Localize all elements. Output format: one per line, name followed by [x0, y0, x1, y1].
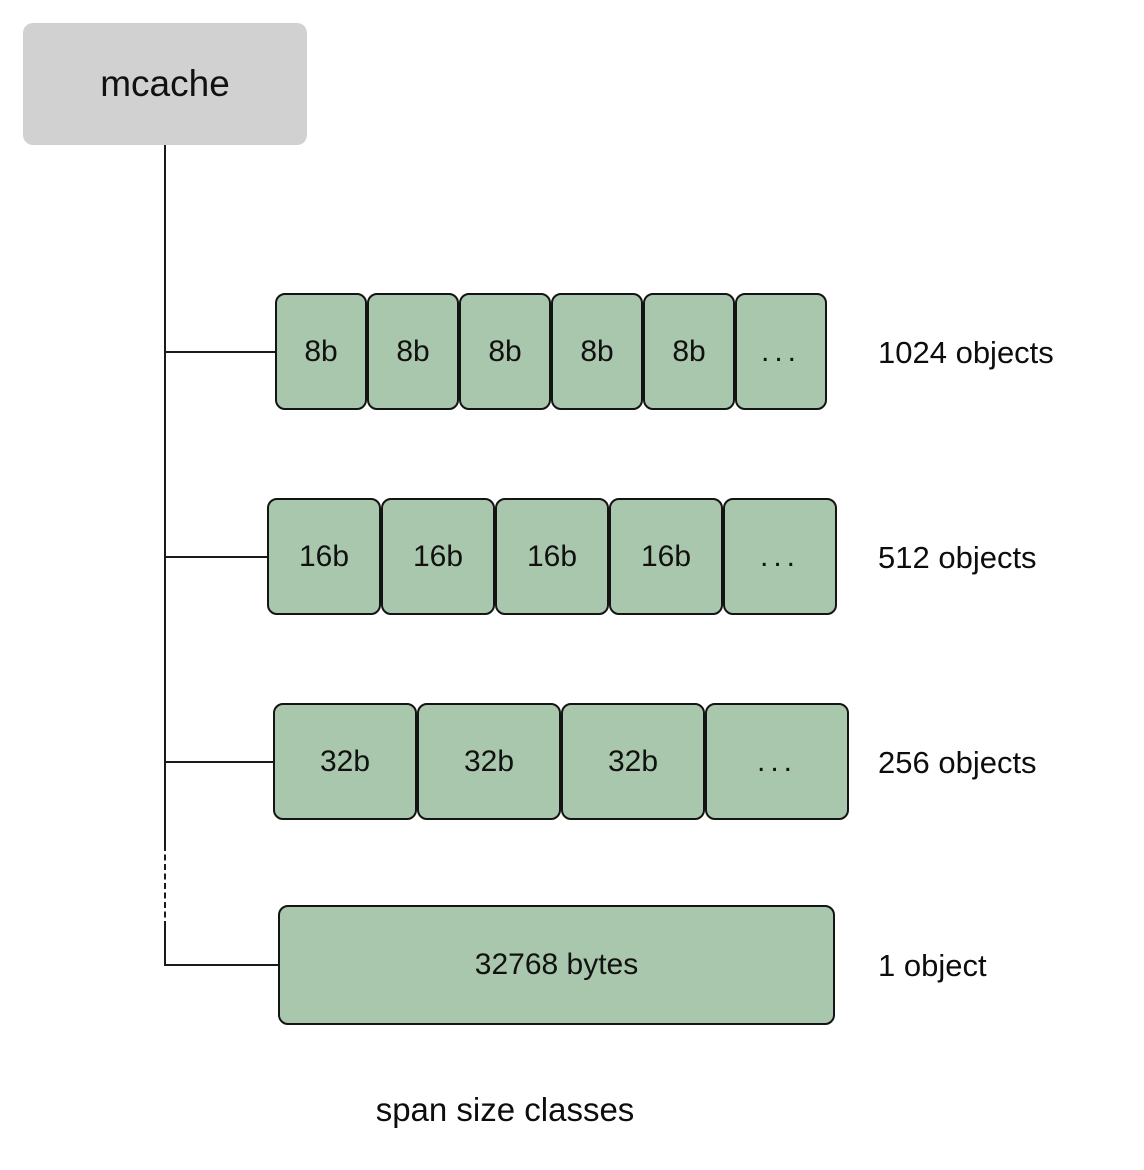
span-cell-32b: 32b: [561, 703, 705, 820]
span-cell-ellipsis: ...: [705, 703, 849, 820]
trunk-line: [164, 145, 166, 845]
span-cell-8b: 8b: [459, 293, 551, 410]
span-cell-8b: 8b: [367, 293, 459, 410]
object-count-label-256: 256 objects: [878, 745, 1037, 780]
span-cell-16b: 16b: [609, 498, 723, 615]
span-cell-8b: 8b: [551, 293, 643, 410]
size-class-row-32b: 32b 32b 32b ...: [273, 703, 849, 820]
span-cell-8b: 8b: [275, 293, 367, 410]
branch-line-1024-objects: [165, 351, 276, 353]
span-cell-ellipsis: ...: [735, 293, 827, 410]
span-cell-16b: 16b: [495, 498, 609, 615]
span-cell-16b: 16b: [381, 498, 495, 615]
span-cell-32b: 32b: [417, 703, 561, 820]
size-class-row-8b: 8b 8b 8b 8b 8b ...: [275, 293, 827, 410]
size-class-row-32768b: 32768 bytes: [278, 905, 835, 1025]
object-count-label-1024: 1024 objects: [878, 335, 1054, 370]
size-class-row-16b: 16b 16b 16b 16b ...: [267, 498, 837, 615]
object-count-label-1: 1 object: [878, 948, 987, 983]
mcache-node: mcache: [23, 23, 307, 145]
diagram-caption: span size classes: [375, 1091, 635, 1128]
trunk-line-bottom: [164, 927, 166, 966]
object-count-label-512: 512 objects: [878, 540, 1037, 575]
branch-line-256-objects: [165, 761, 274, 763]
branch-line-1-object: [165, 964, 279, 966]
span-cell-16b: 16b: [267, 498, 381, 615]
branch-line-512-objects: [165, 556, 268, 558]
trunk-line-dashed: [164, 845, 166, 927]
span-cell-32b: 32b: [273, 703, 417, 820]
span-cell-32768-bytes: 32768 bytes: [278, 905, 835, 1025]
span-cell-8b: 8b: [643, 293, 735, 410]
span-cell-ellipsis: ...: [723, 498, 837, 615]
